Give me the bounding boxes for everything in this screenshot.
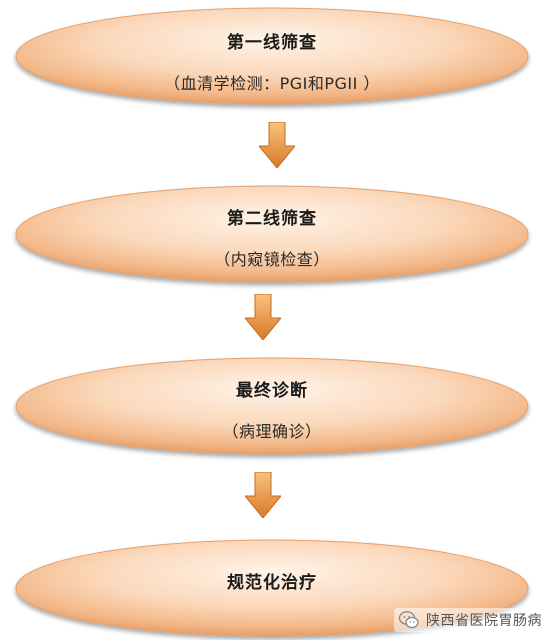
- down-arrow-icon: [245, 472, 281, 518]
- stage-second-line-screening: 第二线筛查 （内窥镜检查）: [12, 182, 532, 290]
- wechat-icon: [398, 611, 419, 629]
- stage-subtitle: （血清学检测：PGI和PGII ）: [164, 74, 380, 93]
- watermark-text: 陕西省医院胃肠病: [426, 613, 542, 629]
- stage-title: 第二线筛查: [227, 209, 317, 229]
- watermark: 陕西省医院胃肠病: [394, 608, 546, 632]
- stage-subtitle: （内窥镜检查）: [214, 250, 330, 269]
- down-arrow-icon: [259, 122, 295, 168]
- stage-title: 第一线筛查: [227, 33, 317, 53]
- down-arrow-icon: [245, 294, 281, 340]
- stage-title: 规范化治疗: [227, 573, 317, 593]
- stage-ellipse: [15, 357, 529, 455]
- stage-ellipse: [15, 7, 529, 105]
- stage-ellipse: [15, 185, 529, 283]
- stage-title: 最终诊断: [236, 381, 308, 401]
- stage-final-diagnosis: 最终诊断 （病理确诊）: [12, 354, 532, 462]
- stage-first-line-screening: 第一线筛查 （血清学检测：PGI和PGII ）: [12, 4, 532, 112]
- stage-subtitle: （病理确诊）: [222, 422, 322, 441]
